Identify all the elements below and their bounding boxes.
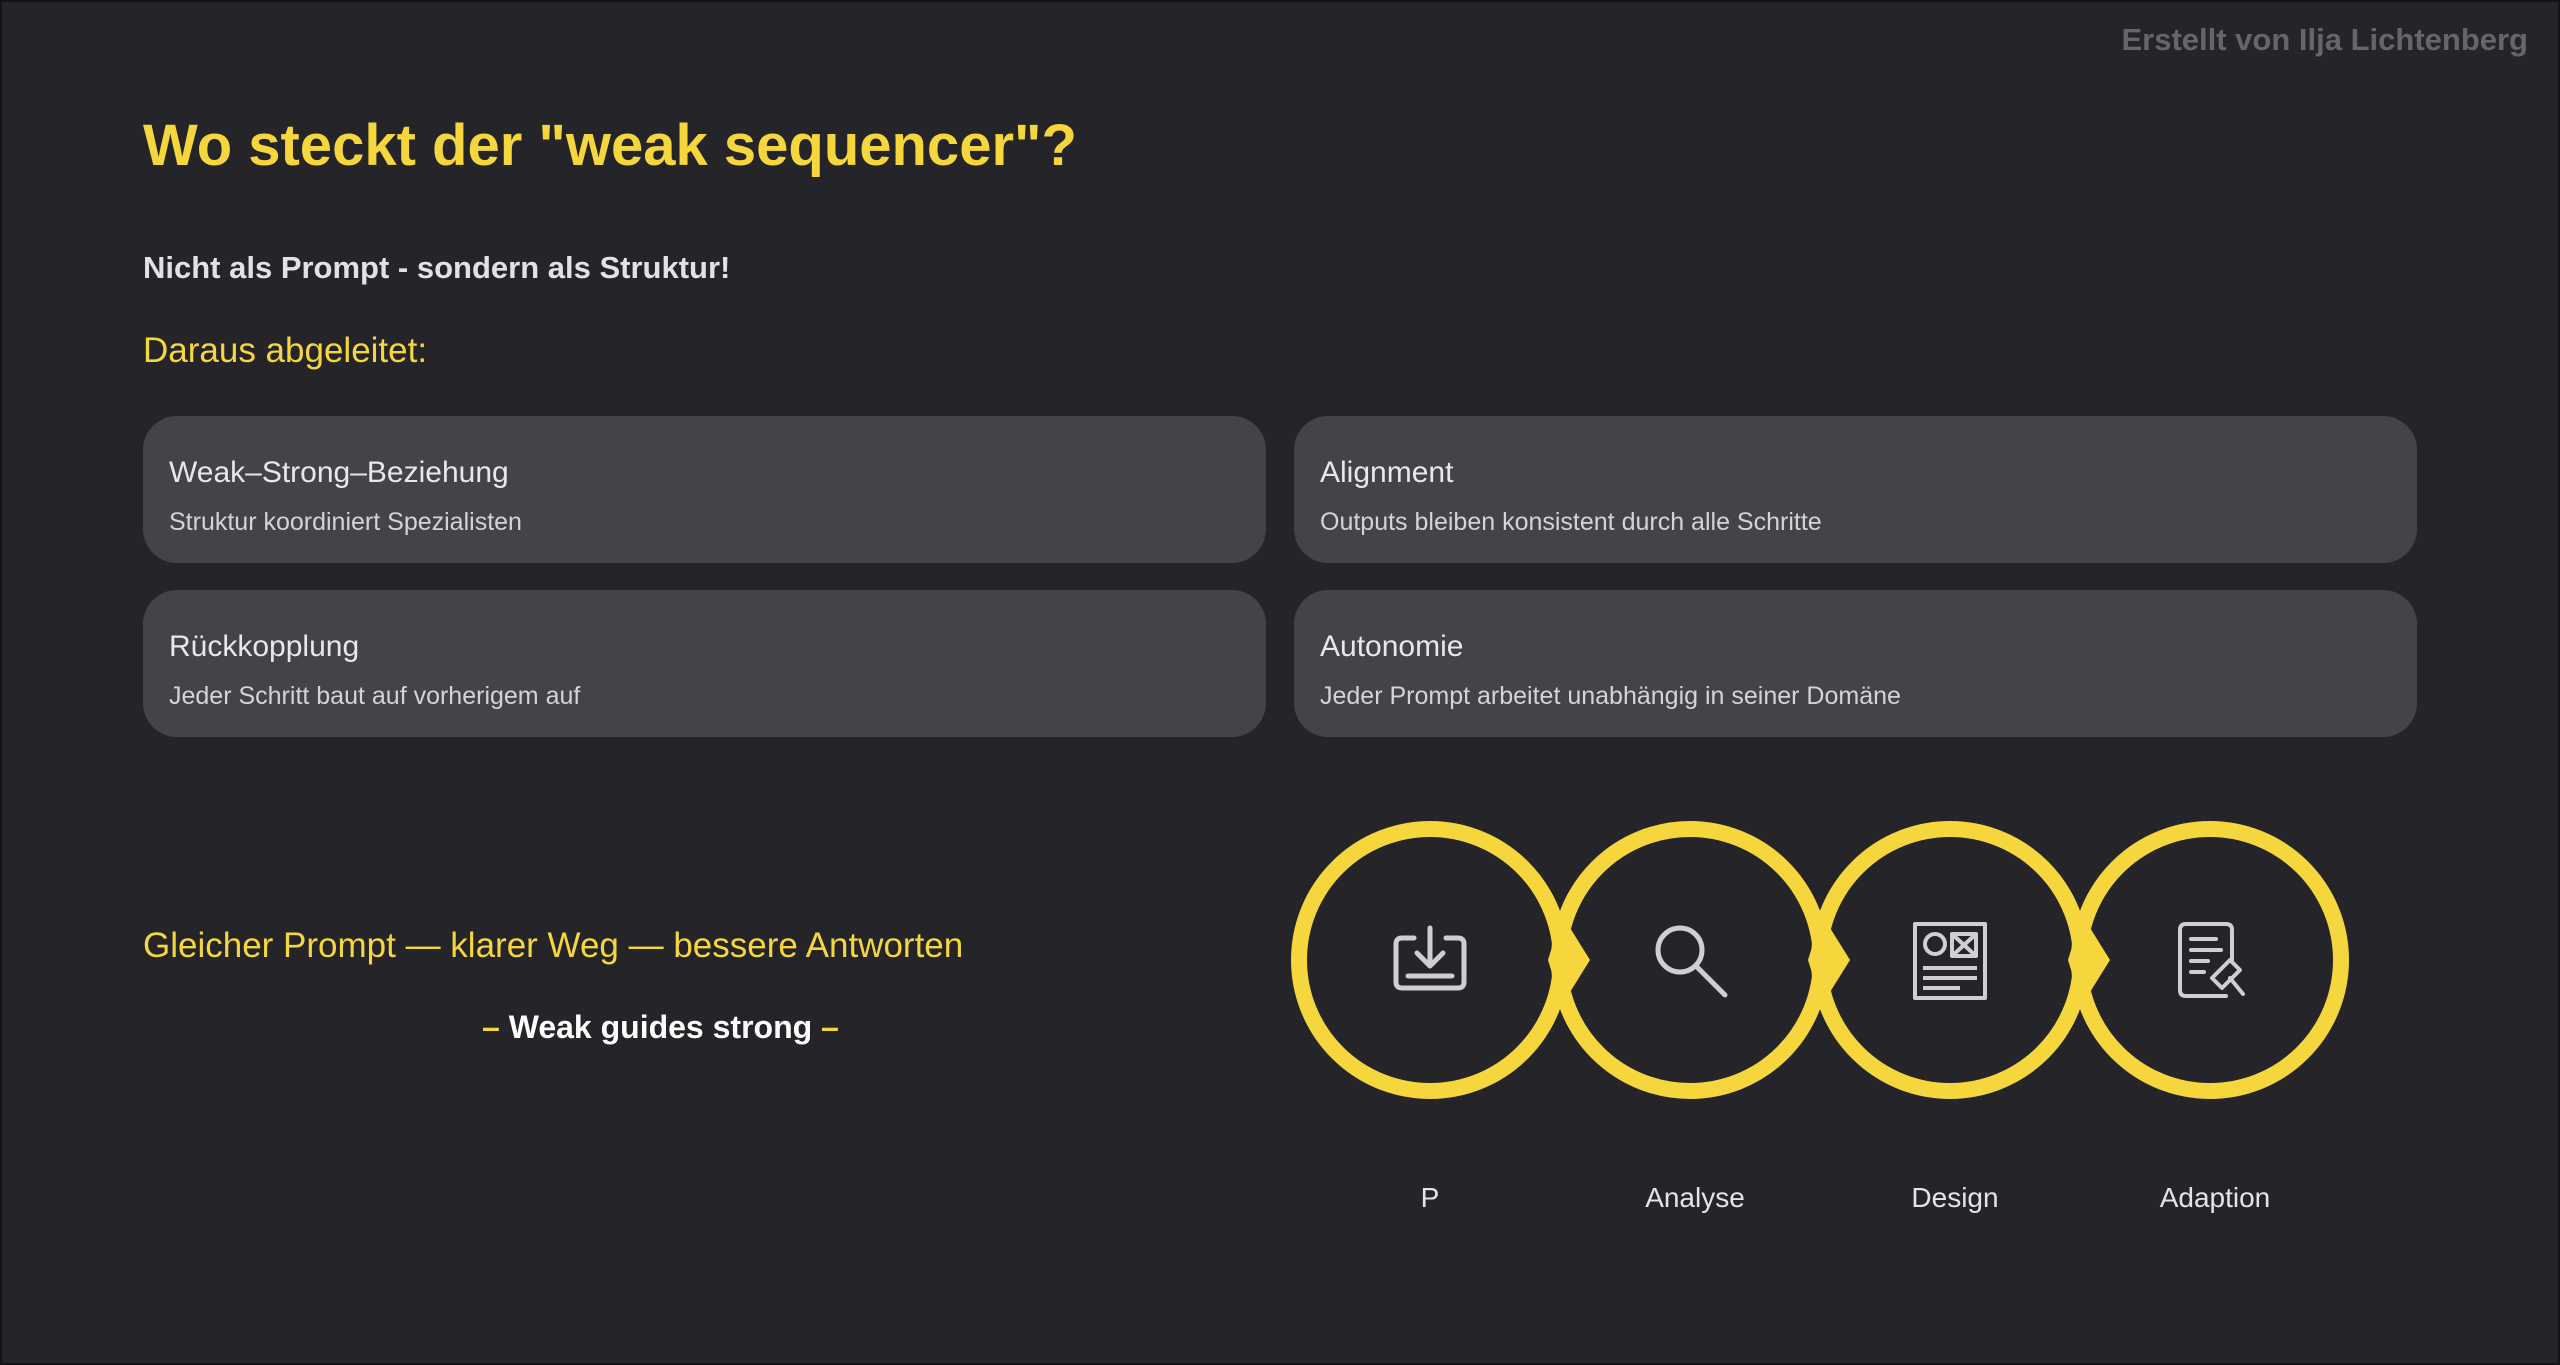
flow-step-label: Design bbox=[1911, 1182, 1999, 1213]
author-credit: Erstellt von Ilja Lichtenberg bbox=[2121, 22, 2528, 57]
card-description: Struktur koordiniert Spezialisten bbox=[169, 508, 522, 536]
document-edit-icon bbox=[2178, 922, 2245, 998]
card-rueckkopplung: Rückkopplung Jeder Schritt baut auf vorh… bbox=[143, 590, 1266, 737]
motto-dash-right: – bbox=[812, 1009, 839, 1045]
card-title: Weak–Strong–Beziehung bbox=[169, 456, 509, 489]
flow-step-circle bbox=[2071, 821, 2349, 1099]
card-description: Jeder Prompt arbeitet unabhängig in sein… bbox=[1320, 682, 1901, 710]
layout-document-icon bbox=[1913, 922, 1987, 1000]
slide-subtitle: Nicht als Prompt - sondern als Struktur! bbox=[143, 250, 731, 285]
card-description: Jeder Schritt baut auf vorherigem auf bbox=[169, 682, 581, 710]
card-alignment: Alignment Outputs bleiben konsistent dur… bbox=[1294, 416, 2417, 563]
card-title: Autonomie bbox=[1320, 630, 1464, 663]
flow-step-circle bbox=[1551, 821, 1829, 1099]
download-tray-icon bbox=[1393, 925, 1467, 991]
card-title: Alignment bbox=[1320, 456, 1454, 489]
card-weak-strong: Weak–Strong–Beziehung Struktur koordinie… bbox=[143, 416, 1266, 563]
motto: – Weak guides strong – bbox=[482, 1009, 839, 1046]
magnifier-icon bbox=[1655, 925, 1728, 998]
card-description: Outputs bleiben konsistent durch alle Sc… bbox=[1320, 508, 1822, 536]
flow-step-label: P bbox=[1420, 1182, 1440, 1213]
card-autonomie: Autonomie Jeder Prompt arbeitet unabhäng… bbox=[1294, 590, 2417, 737]
tagline: Gleicher Prompt — klarer Weg — bessere A… bbox=[143, 926, 964, 965]
flow-step-label: Analyse bbox=[1645, 1182, 1745, 1213]
motto-dash-left: – bbox=[482, 1009, 509, 1045]
process-flow-diagram bbox=[1291, 821, 2349, 1099]
card-title: Rückkopplung bbox=[169, 630, 360, 663]
flow-step-circle bbox=[1811, 821, 2089, 1099]
flow-step-label: Adaption bbox=[2159, 1182, 2271, 1213]
slide-title: Wo steckt der "weak sequencer"? bbox=[143, 113, 1077, 178]
derived-heading: Daraus abgeleitet: bbox=[143, 331, 428, 370]
motto-text: Weak guides strong bbox=[508, 1009, 813, 1045]
